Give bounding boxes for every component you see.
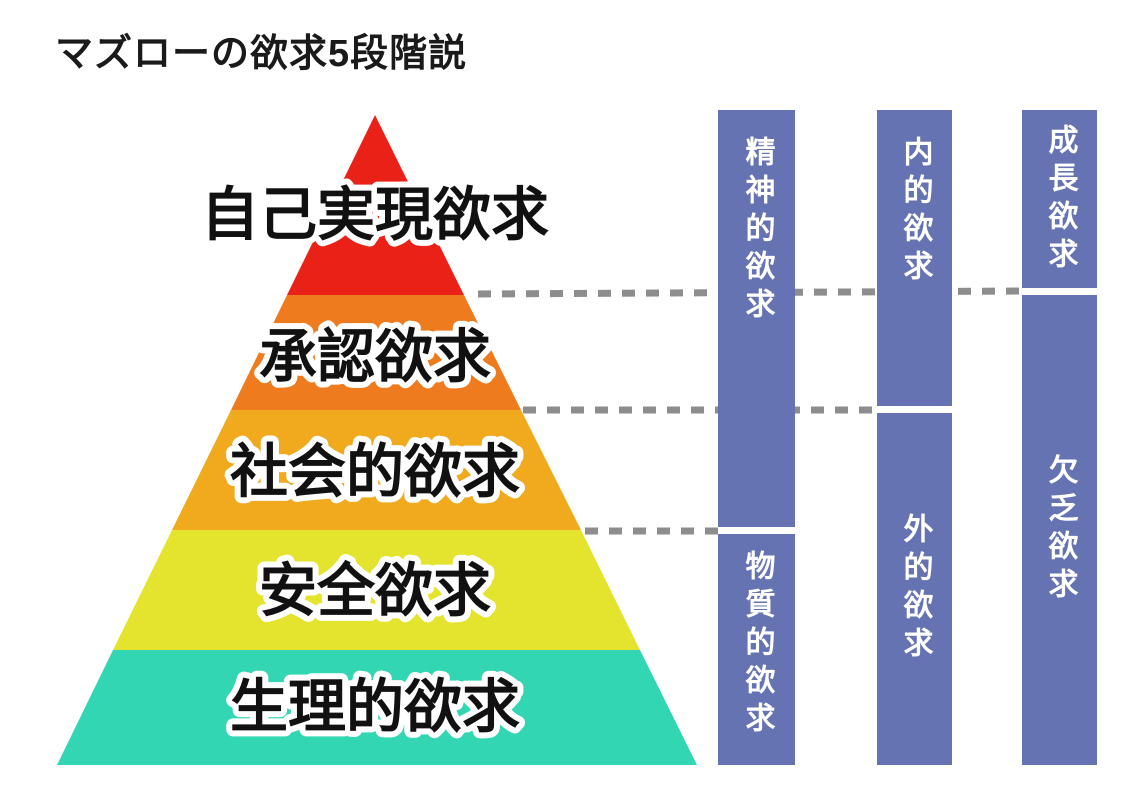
pyramid-label-safety: 安全欲求	[259, 559, 491, 624]
bar-material-needs: 物質的欲求	[718, 534, 795, 765]
bar-external-needs-label: 外的欲求	[898, 513, 932, 665]
bar-growth-needs: 成長欲求	[1022, 110, 1097, 288]
pyramid-level-social	[172, 410, 581, 530]
bar-growth-needs-label: 成長欲求	[1043, 124, 1077, 276]
pyramid-level-safety	[113, 530, 640, 650]
bar-mental-needs: 精神的欲求	[718, 110, 795, 527]
bar-material-needs-label: 物質的欲求	[740, 550, 774, 740]
pyramid-label-esteem: 承認欲求	[259, 325, 491, 390]
diagram-title: マズローの欲求5段階説	[55, 33, 468, 75]
pyramid-label-social: 社会的欲求	[230, 440, 520, 505]
pyramid-level-esteem	[231, 295, 521, 410]
pyramid-level-physiological	[57, 650, 697, 765]
pyramid-label-self-actualization: 自己実現欲求	[201, 183, 549, 248]
bar-external-needs: 外的欲求	[877, 413, 952, 765]
bar-internal-needs: 内的欲求	[877, 110, 952, 406]
pyramid-label-physiological: 生理的欲求	[230, 675, 520, 740]
bar-deficiency-needs: 欠乏欲求	[1022, 295, 1097, 765]
bar-internal-needs-label: 内的欲求	[898, 136, 932, 288]
pyramid-level-self-actualization	[287, 115, 464, 295]
bar-deficiency-needs-label: 欠乏欲求	[1043, 454, 1077, 606]
bar-mental-needs-label: 精神的欲求	[740, 136, 774, 326]
